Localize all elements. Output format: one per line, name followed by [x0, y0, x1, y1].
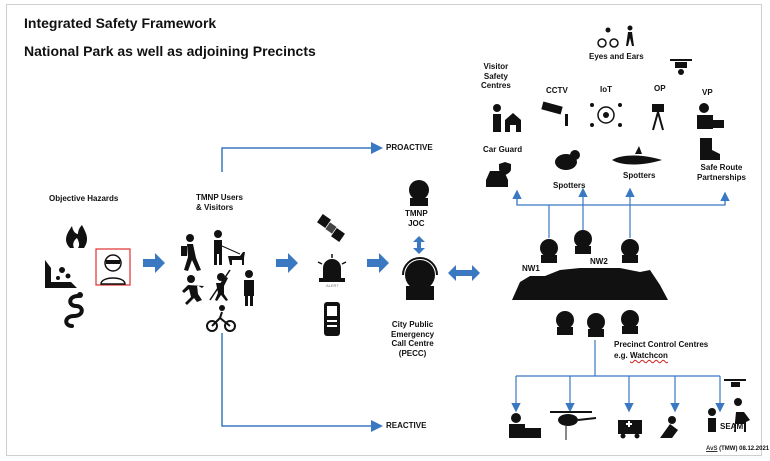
- seam-figure-icon: [708, 408, 716, 432]
- label-watchcon: Watchcon: [630, 351, 668, 360]
- label-op: OP: [654, 84, 666, 93]
- label-spotters-2: Spotters: [623, 171, 656, 180]
- police-icon: [509, 413, 541, 438]
- visitor-centre-icon: [493, 104, 521, 132]
- label-pecc: City Public Emergency Call Centre (PECC): [391, 320, 435, 358]
- siren-icon: [317, 254, 347, 282]
- label-cctv: CCTV: [546, 86, 568, 95]
- flow-arrow-joc: [413, 236, 425, 254]
- boot-icon: [700, 138, 720, 160]
- ambulance-icon: [618, 420, 642, 439]
- label-eg: e.g.: [614, 351, 628, 360]
- footer-rest: (TMW) 08.12.2021: [719, 446, 770, 452]
- label-nw2: NW2: [590, 257, 608, 266]
- label-alert: ALERT: [326, 283, 339, 288]
- hiker-icon: [181, 234, 201, 271]
- eyes-ears-bar: [516, 192, 726, 206]
- person-icon: [244, 270, 254, 306]
- label-vp: VP: [702, 88, 713, 97]
- snake-icon: [64, 292, 84, 328]
- diagram-subtitle: National Park as well as adjoining Preci…: [24, 43, 316, 59]
- shark-icon: [612, 146, 662, 165]
- operator-headset-icon: [621, 239, 639, 263]
- footer-credit: AvS (TMW) 08.12.2021: [706, 446, 769, 452]
- dog-icon: [734, 398, 750, 432]
- operator-headset-icon: [556, 311, 574, 335]
- iot-icon: [590, 103, 622, 127]
- eyes-ears-icon: [597, 25, 634, 48]
- car-shield-icon: [486, 162, 511, 187]
- label-precinct-example: e.g. Watchcon: [614, 351, 668, 361]
- reactive-line: [221, 333, 383, 432]
- operator-headset-icon: [540, 239, 558, 263]
- drone-icon: [724, 379, 746, 387]
- label-proactive: PROACTIVE: [386, 143, 433, 152]
- label-nw1: NW1: [522, 264, 540, 273]
- operator-headset-icon: [574, 230, 592, 254]
- label-objective-hazards: Objective Hazards: [49, 194, 119, 203]
- label-visitor-safety: Visitor Safety Centres: [481, 62, 511, 91]
- label-reactive: REACTIVE: [386, 421, 427, 430]
- footer-initials: AvS: [706, 446, 718, 452]
- label-eyes-ears: Eyes and Ears: [589, 52, 644, 61]
- dog-walker-icon: [221, 245, 245, 265]
- rescue-icon: [660, 416, 678, 438]
- operator-headset-icon: [587, 313, 605, 337]
- satellite-icon: [317, 214, 345, 242]
- rockfall-icon: [45, 260, 77, 288]
- fire-icon: [66, 225, 88, 248]
- mountain-icon: [512, 268, 668, 300]
- proactive-line: [221, 142, 383, 172]
- label-tmnp-joc: TMNP JOC: [405, 209, 428, 228]
- flow-arrow-hazards: [143, 253, 165, 273]
- diagram-frame: [6, 4, 762, 456]
- label-car-guard: Car Guard: [483, 145, 523, 154]
- flow-arrow-alert: [367, 253, 389, 273]
- radio-icon: [324, 302, 340, 336]
- label-spotters-1: Spotters: [553, 181, 586, 190]
- helicopter-icon: [550, 411, 597, 440]
- figure-icon: [214, 230, 222, 265]
- operator-headset-icon: [402, 257, 438, 300]
- flow-arrow-users: [276, 253, 298, 273]
- label-tmnp-users: TMNP Users & Visitors: [196, 193, 243, 212]
- cctv-icon: [541, 101, 568, 126]
- police-officer-icon: [697, 103, 724, 129]
- climber-icon: [209, 269, 231, 301]
- diagram-title: Integrated Safety Framework: [24, 15, 217, 31]
- baboon-icon: [555, 150, 580, 170]
- runner-icon: [182, 275, 204, 305]
- flow-arrow-double: [448, 265, 480, 281]
- cyclist-icon: [206, 305, 236, 332]
- operator-headset-icon: [409, 180, 429, 206]
- camera-tripod-icon: [652, 104, 664, 131]
- label-iot: IoT: [600, 85, 612, 94]
- label-seam: SEAM: [720, 422, 744, 431]
- operator-headset-icon: [621, 310, 639, 334]
- label-safe-route: Safe Route Partnerships: [697, 163, 746, 182]
- label-precinct: Precinct Control Centres: [614, 340, 709, 349]
- masked-criminal-icon: [95, 248, 131, 286]
- drone-icon: [670, 59, 692, 75]
